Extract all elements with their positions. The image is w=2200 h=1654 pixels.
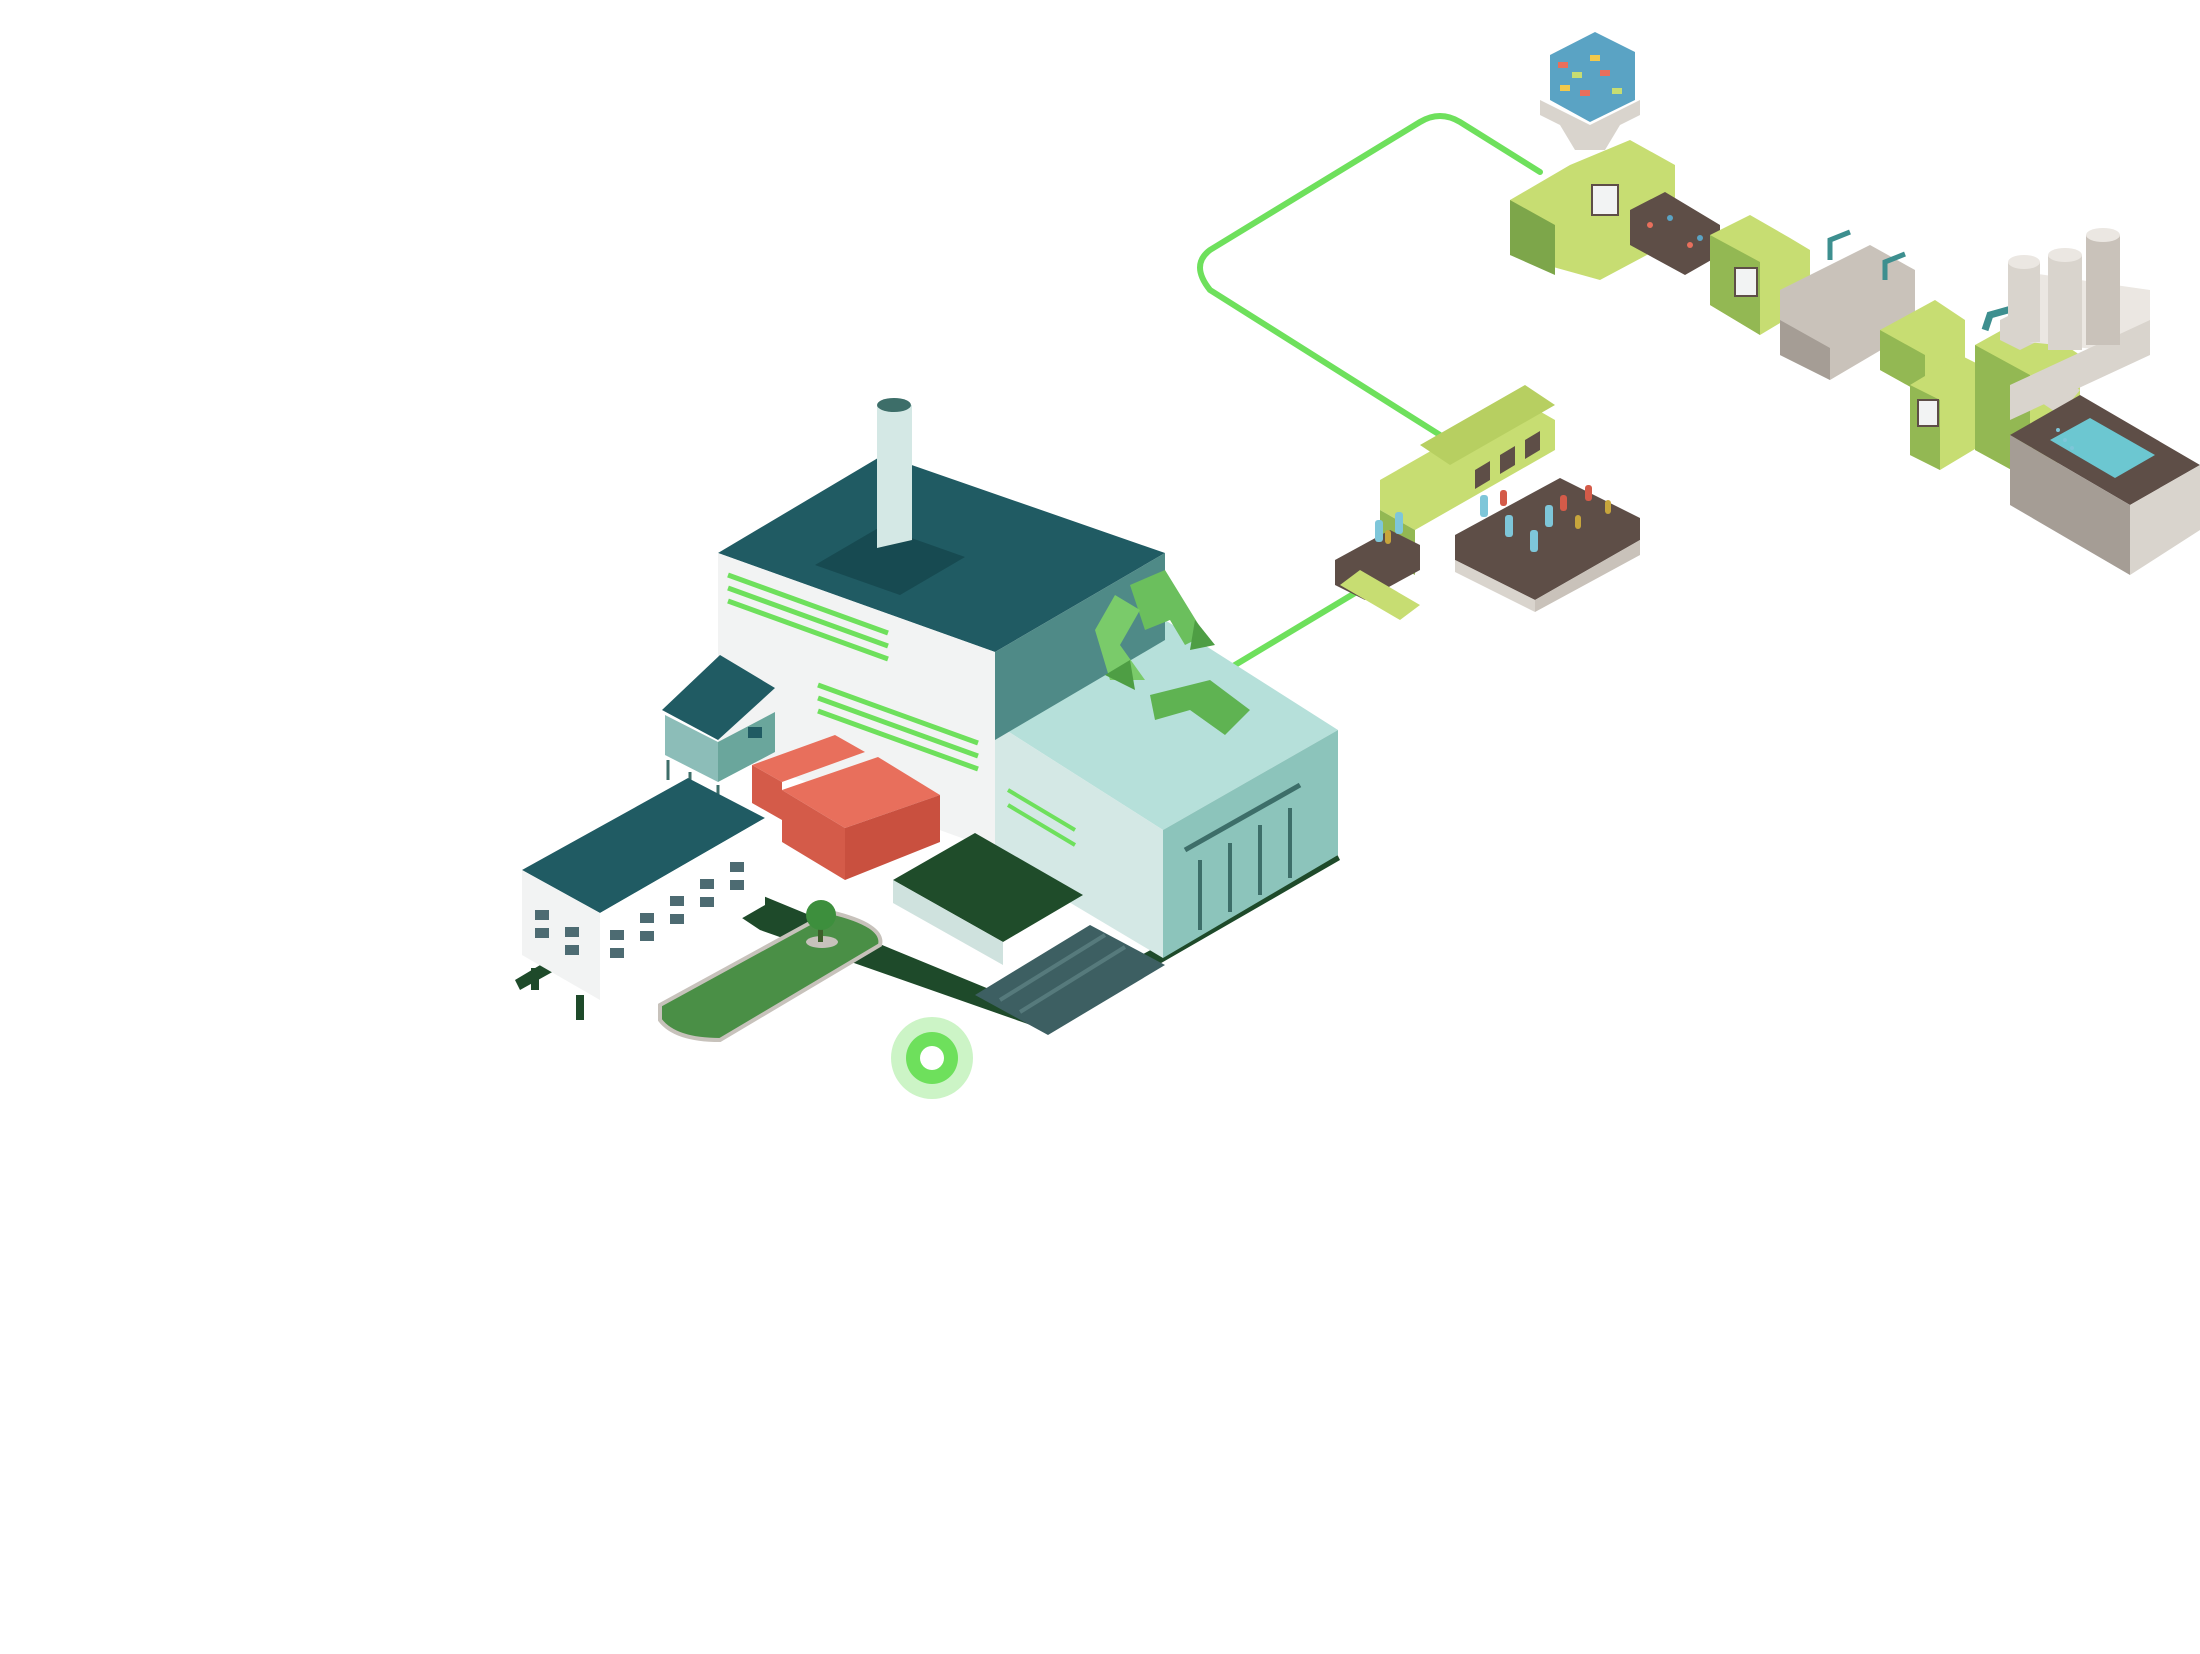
process-connector-lines (1197, 113, 1543, 671)
production-line (1510, 32, 2200, 575)
conveyor-housing (752, 735, 940, 880)
connector-plant-to-sorting (1227, 587, 1363, 671)
recycle-icon (1095, 570, 1250, 735)
guard-hut (662, 655, 775, 800)
recycling-plant (515, 398, 1340, 1043)
location-marker-icon[interactable] (891, 1017, 973, 1099)
lawn (658, 900, 883, 1043)
cooling-tank (2010, 395, 2200, 575)
sorting-station (1335, 385, 1640, 620)
tree-icon (806, 900, 838, 948)
main-hall (718, 398, 1165, 850)
loading-pit (893, 833, 1165, 1035)
silos (2008, 228, 2150, 420)
hopper (1540, 32, 1640, 150)
connector-sorting-to-production (1197, 113, 1543, 438)
office-building (522, 778, 765, 1020)
